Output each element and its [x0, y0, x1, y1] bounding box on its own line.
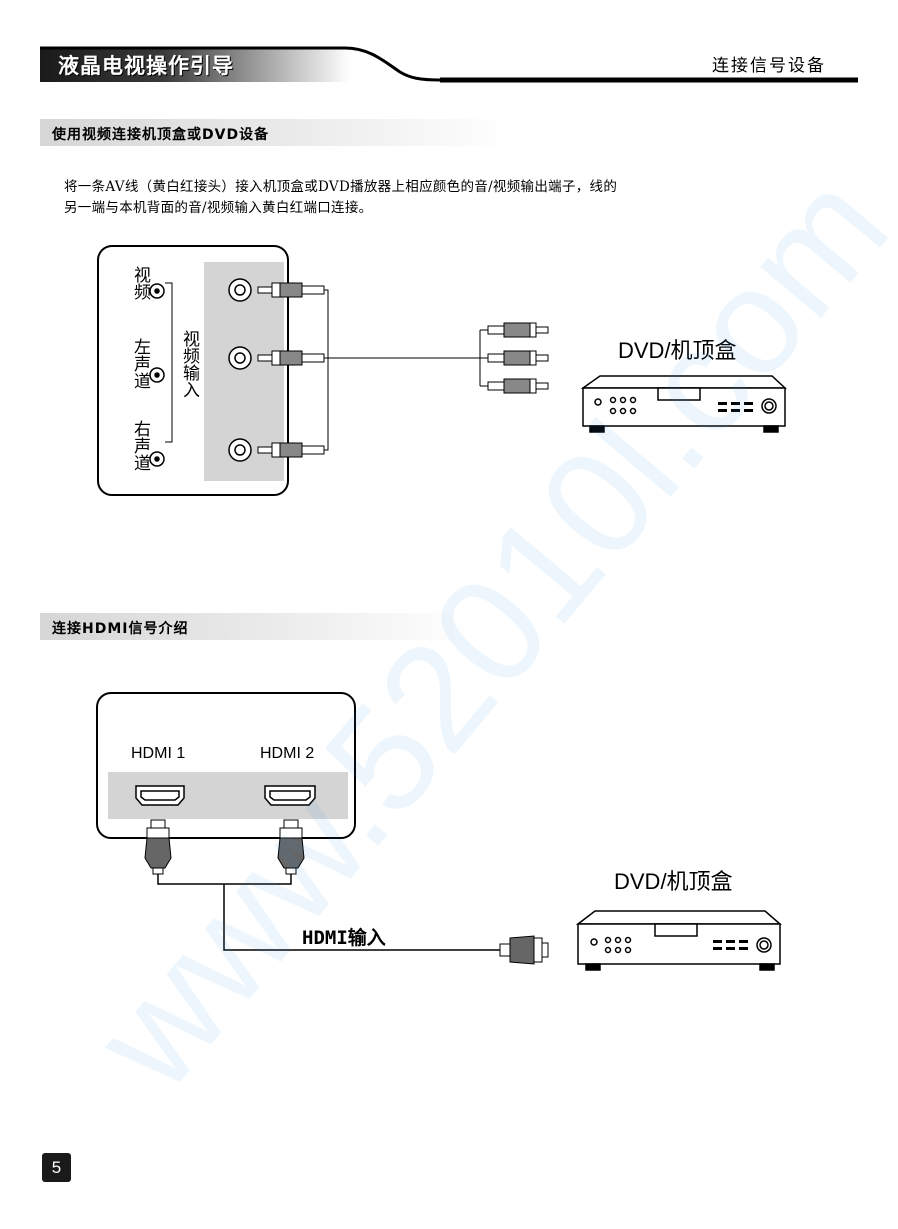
av-plugs-device-side — [487, 322, 549, 394]
label-device-1: DVD/机顶盒 — [618, 338, 737, 363]
label-hdmi-input: HDMI输入 — [302, 927, 386, 949]
section1-title: 使用视频连接机顶盒或DVD设备 — [52, 127, 270, 143]
hdmi-plug-device-side — [499, 935, 549, 965]
header-title: 液晶电视操作引导 — [58, 54, 234, 78]
section2-title-bar — [40, 613, 470, 640]
label-hdmi1: HDMI 1 — [131, 745, 186, 762]
paragraph-line-2: 另一端与本机背面的音/视频输入黄白红端口连接。 — [64, 200, 373, 216]
hdmi-ports — [135, 785, 316, 806]
header-section-name: 连接信号设备 — [712, 56, 826, 76]
header-title-bar — [40, 47, 350, 82]
header-rule — [40, 46, 858, 83]
hdmi-plugs-tv-side — [144, 819, 305, 875]
section2-title: 连接HDMI信号介绍 — [52, 621, 189, 637]
label-hdmi2: HDMI 2 — [260, 745, 315, 762]
dvd-player-1 — [580, 375, 787, 433]
page-number: 5 — [42, 1153, 71, 1182]
av-plugs-tv-side — [257, 282, 325, 458]
av-cable — [324, 289, 488, 451]
label-device-2: DVD/机顶盒 — [614, 869, 733, 894]
label-left-channel: 左声道 — [130, 338, 150, 389]
section1-title-bar — [40, 119, 510, 146]
label-video-input: 视频输入 — [179, 330, 199, 398]
paragraph-line-1: 将一条AV线（黄白红接头）接入机顶盒或DVD播放器上相应颜色的音/视频输出端子，… — [64, 179, 618, 195]
hdmi-cable — [157, 874, 505, 951]
av-jacks — [228, 278, 252, 462]
video-input-bracket — [165, 282, 173, 443]
label-video: 视频 — [130, 266, 150, 300]
dvd-player-2 — [575, 910, 783, 971]
port-symbols — [149, 283, 165, 467]
section1-paragraph: 将一条AV线（黄白红接头）接入机顶盒或DVD播放器上相应颜色的音/视频输出端子，… — [64, 177, 824, 219]
label-right-channel: 右声道 — [130, 420, 150, 471]
